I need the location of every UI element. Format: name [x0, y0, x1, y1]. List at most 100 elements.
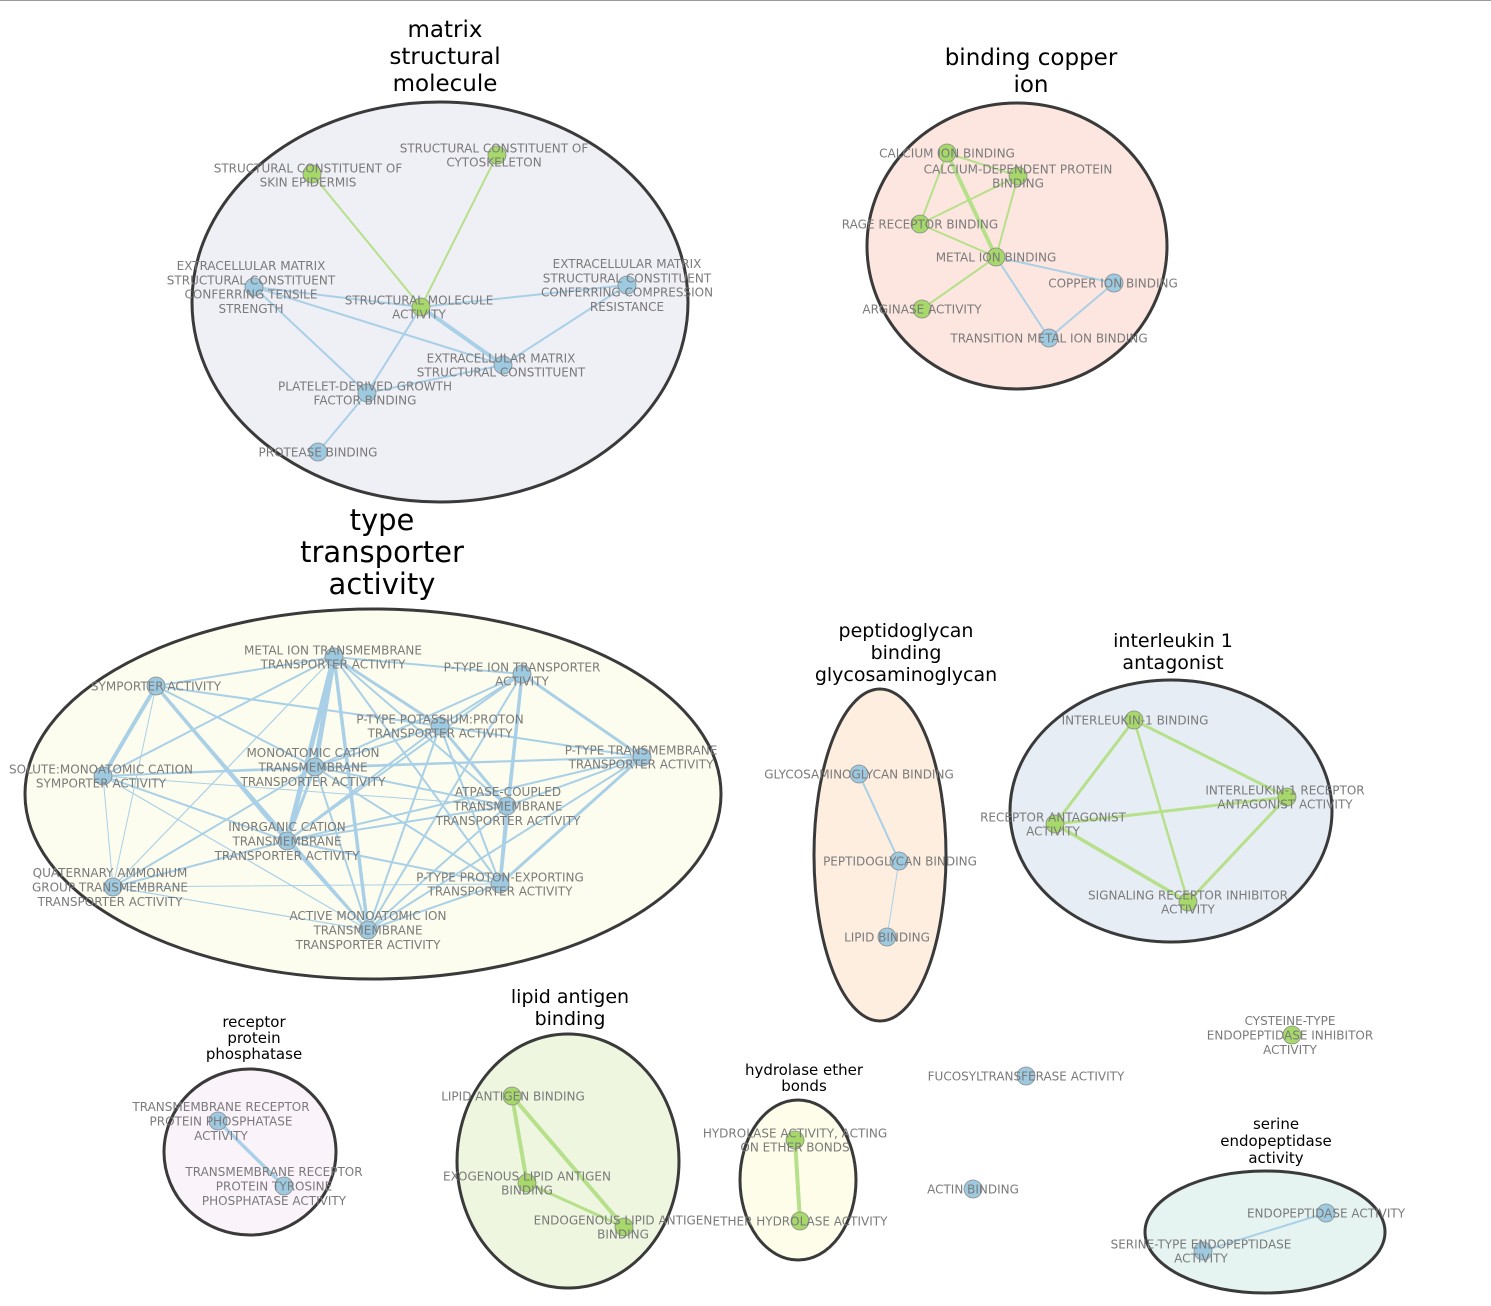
- node-label-line: INTERLEUKIN-1 BINDING: [1062, 714, 1209, 728]
- network-edge: [314, 725, 441, 768]
- network-node[interactable]: [493, 355, 513, 375]
- network-node[interactable]: [617, 275, 637, 295]
- network-node[interactable]: [877, 927, 897, 947]
- network-node[interactable]: [785, 1130, 805, 1150]
- network-node[interactable]: [502, 1086, 522, 1106]
- network-edge: [367, 883, 501, 931]
- cluster-title-line: glycosaminoglycan: [815, 664, 997, 686]
- network-nodes: [93, 143, 1336, 1261]
- node-label: PROTEASE BINDING: [259, 446, 378, 460]
- network-node[interactable]: [1124, 710, 1144, 730]
- node-label-line: ACTIVITY: [392, 308, 446, 322]
- network-node[interactable]: [1039, 328, 1059, 348]
- network-node[interactable]: [208, 1111, 228, 1131]
- network-edge: [155, 685, 316, 768]
- network-node[interactable]: [1045, 814, 1065, 834]
- node-label-line: MONOATOMIC CATION: [246, 746, 379, 760]
- network-edge: [1186, 795, 1289, 904]
- network-node[interactable]: [244, 277, 264, 297]
- network-edge: [520, 672, 644, 759]
- network-node[interactable]: [430, 716, 450, 736]
- network-edge: [314, 673, 523, 768]
- network-node[interactable]: [1008, 166, 1028, 186]
- network-node[interactable]: [512, 664, 532, 684]
- node-label-line: CONFERRING COMPRESSION: [541, 286, 713, 300]
- network-node[interactable]: [614, 1217, 634, 1237]
- network-node[interactable]: [358, 920, 378, 940]
- network-node[interactable]: [1277, 787, 1297, 807]
- network-node[interactable]: [910, 214, 930, 234]
- node-label-line: CONFERRING TENSILE: [185, 288, 318, 302]
- network-node[interactable]: [308, 442, 328, 462]
- network-node[interactable]: [93, 766, 113, 786]
- node-label: RAGE RECEPTOR BINDING: [842, 218, 998, 232]
- network-node[interactable]: [632, 747, 652, 767]
- node-label-line: ACTIVE MONOATOMIC ION: [290, 909, 447, 923]
- network-node[interactable]: [1016, 1066, 1036, 1086]
- network-node[interactable]: [1316, 1203, 1336, 1223]
- cluster-title-line: binding copper: [945, 45, 1118, 71]
- network-node[interactable]: [305, 757, 325, 777]
- network-node[interactable]: [1193, 1241, 1213, 1261]
- cluster-title-line: antagonist: [1122, 652, 1223, 674]
- node-label-line: EXOGENOUS LIPID ANTIGEN: [443, 1169, 611, 1183]
- network-node[interactable]: [937, 143, 957, 163]
- network-edge: [919, 223, 997, 258]
- network-node[interactable]: [497, 796, 517, 816]
- network-node[interactable]: [277, 831, 297, 851]
- node-label-line: LIPID ANTIGEN BINDING: [441, 1090, 585, 1104]
- node-label-line: ON ETHER BONDS: [740, 1141, 849, 1155]
- cluster-title-line: bonds: [781, 1077, 827, 1095]
- node-label-line: SYMPORTER ACTIVITY: [91, 680, 222, 694]
- network-node[interactable]: [1282, 1025, 1302, 1045]
- network-node[interactable]: [487, 145, 507, 165]
- network-node[interactable]: [889, 851, 909, 871]
- network-node[interactable]: [324, 647, 344, 667]
- network-edge: [284, 654, 337, 844]
- network-edge: [112, 766, 316, 888]
- cluster-title-line: binding: [535, 1008, 606, 1030]
- node-label-line: STRUCTURAL MOLECULE: [345, 293, 494, 307]
- network-edge: [332, 655, 442, 728]
- network-node[interactable]: [1178, 892, 1198, 912]
- network-node[interactable]: [146, 676, 166, 696]
- node-label-line: SYMPORTER ACTIVITY: [36, 777, 167, 791]
- network-edge: [367, 725, 441, 931]
- network-node[interactable]: [103, 877, 123, 897]
- network-node[interactable]: [986, 247, 1006, 267]
- network-node[interactable]: [1104, 273, 1124, 293]
- network-node[interactable]: [963, 1179, 983, 1199]
- network-node[interactable]: [274, 1176, 294, 1196]
- node-label-line: EXTRACELLULAR MATRIX: [427, 351, 576, 365]
- node-label-line: ACTIVITY: [1026, 825, 1080, 839]
- node-label-line: ACTIVITY: [1263, 1043, 1317, 1057]
- network-node[interactable]: [411, 297, 431, 317]
- network-node[interactable]: [490, 874, 510, 894]
- node-label-line: TRANSMEMBRANE: [257, 761, 367, 775]
- network-edge: [253, 286, 504, 366]
- cluster-title-line: activity: [329, 567, 436, 601]
- network-node[interactable]: [302, 164, 322, 184]
- network-node[interactable]: [849, 764, 869, 784]
- node-label-line: ENDOPEPTIDASE INHIBITOR: [1207, 1029, 1373, 1043]
- cluster-ellipse-c1: [190, 100, 690, 504]
- network-node[interactable]: [912, 299, 932, 319]
- node-label-line: INORGANIC CATION: [228, 820, 345, 834]
- node-label-line: TRANSPORTER ACTIVITY: [214, 849, 361, 863]
- node-label-line: TRANSMEMBRANE: [312, 924, 422, 938]
- node-label: INTERLEUKIN-1 BINDING: [1062, 714, 1209, 728]
- network-node[interactable]: [790, 1211, 810, 1231]
- node-label-line: STRUCTURAL CONSTITUENT OF: [214, 161, 403, 175]
- node-label-line: BINDING: [597, 1228, 649, 1242]
- network-edge: [919, 175, 1019, 225]
- node-label-line: P-TYPE POTASSIUM:PROTON: [356, 712, 524, 726]
- network-node[interactable]: [357, 383, 377, 403]
- network-edge: [102, 775, 369, 931]
- node-label-line: PLATELET-DERIVED GROWTH: [278, 379, 452, 393]
- network-node[interactable]: [517, 1173, 537, 1193]
